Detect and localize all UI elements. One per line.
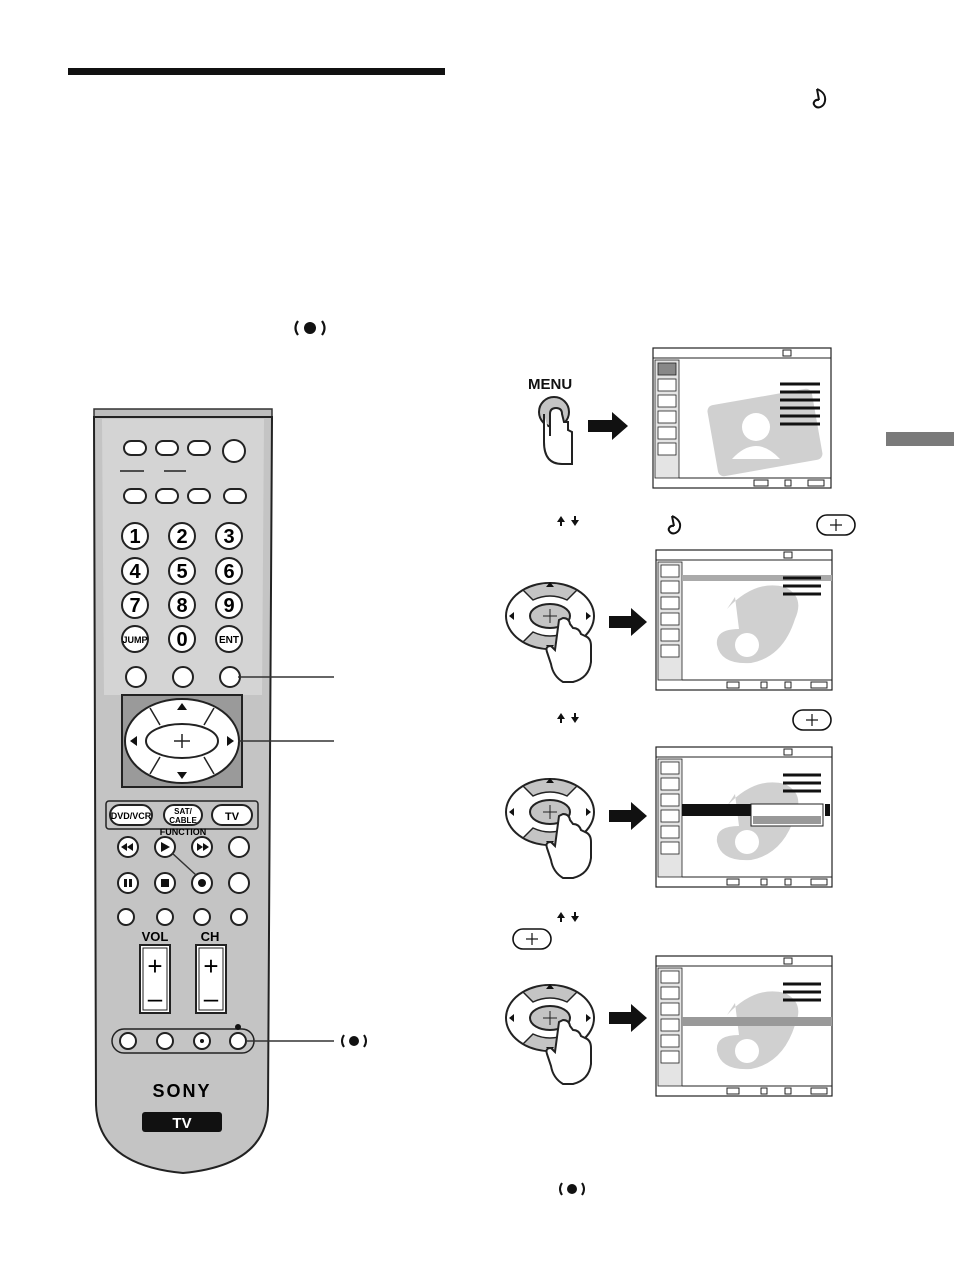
brand-logo: SONY [152, 1081, 211, 1101]
vol-minus[interactable]: – [148, 983, 163, 1013]
up-down-arrows-icon [557, 713, 579, 723]
surround-icon [341, 1034, 367, 1048]
joystick-press-step3[interactable] [505, 774, 655, 886]
function-label: FUNCTION [160, 827, 207, 837]
up-down-arrows-icon [557, 516, 579, 526]
key-7[interactable]: 7 [129, 595, 140, 617]
key-9[interactable]: 9 [223, 595, 234, 617]
round-buttons [125, 666, 241, 688]
key-ent[interactable]: ENT [219, 635, 239, 646]
tv-badge: TV [172, 1115, 191, 1132]
dvd-vcr-button[interactable]: DVD/VCR [111, 811, 152, 821]
tv-function-button[interactable]: TV [225, 811, 240, 823]
key-3[interactable]: 3 [223, 526, 234, 548]
section-rule [68, 68, 445, 75]
key-jump[interactable]: JUMP [122, 635, 147, 645]
vol-label: VOL [142, 929, 169, 944]
joystick-press-step4[interactable] [505, 980, 655, 1092]
ch-label: CH [201, 929, 220, 944]
vol-plus[interactable]: + [147, 951, 162, 981]
ch-plus[interactable]: + [203, 951, 218, 981]
key-6[interactable]: 6 [223, 561, 234, 583]
surround-icon [559, 1182, 585, 1196]
select-center-icon [792, 709, 832, 731]
osd-sound-menu [655, 549, 833, 691]
menu-button[interactable] [520, 392, 640, 472]
menu-button-label: MENU [528, 376, 573, 393]
music-note-icon [667, 515, 682, 535]
cable-label[interactable]: CABLE [169, 816, 197, 825]
chapter-tab [886, 432, 954, 446]
ch-rocker[interactable] [195, 944, 227, 1014]
surround-icon [294, 320, 326, 336]
key-4[interactable]: 4 [129, 561, 141, 583]
number-keypad: 1 2 3 4 5 6 7 8 9 JUMP 0 ENT [121, 522, 243, 653]
top-buttons [123, 439, 247, 504]
key-1[interactable]: 1 [129, 526, 140, 548]
music-note-icon [812, 88, 827, 109]
osd-picture-menu [652, 347, 832, 489]
osd-sound-submenu [655, 746, 833, 888]
up-down-arrows-icon [557, 912, 579, 922]
remote-control: 1 2 3 4 5 6 7 8 9 JUMP 0 ENT DVD/VCR SAT… [92, 408, 334, 1175]
vol-rocker[interactable] [139, 944, 171, 1014]
joystick-press-step2[interactable] [505, 578, 655, 690]
key-2[interactable]: 2 [176, 526, 187, 548]
ch-minus[interactable]: – [204, 983, 219, 1013]
osd-sound-result [655, 955, 833, 1097]
select-center-icon [512, 928, 552, 950]
select-center-icon [816, 514, 856, 536]
sat-label: SAT/ [174, 807, 192, 816]
key-0[interactable]: 0 [176, 629, 187, 651]
key-8[interactable]: 8 [176, 595, 187, 617]
key-5[interactable]: 5 [176, 561, 187, 583]
